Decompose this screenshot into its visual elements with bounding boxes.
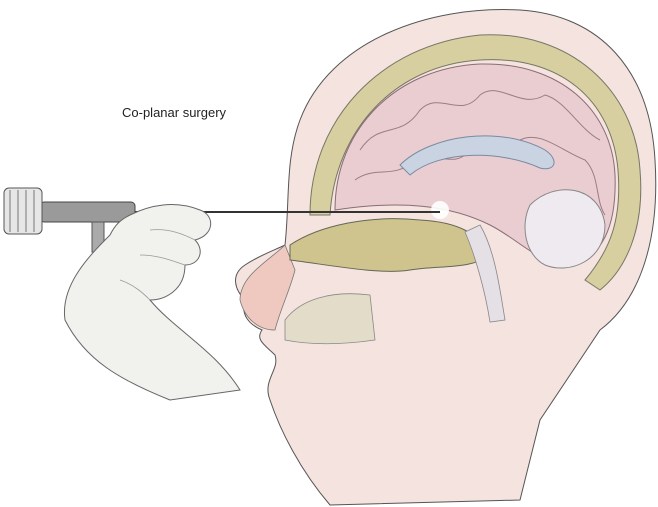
instrument-knob <box>3 187 43 235</box>
cerebellum <box>524 189 606 269</box>
nasal-cavity <box>284 293 376 345</box>
instrument-body <box>39 201 136 223</box>
nose <box>239 244 296 331</box>
caption-label: Co-planar surgery <box>122 105 227 120</box>
knob-grip <box>9 190 35 232</box>
skull <box>309 34 642 291</box>
gloved-hand <box>63 204 241 401</box>
finger-lines <box>119 229 196 301</box>
corpus-callosum <box>399 135 555 176</box>
target-point <box>431 201 449 219</box>
brainstem <box>464 224 506 323</box>
